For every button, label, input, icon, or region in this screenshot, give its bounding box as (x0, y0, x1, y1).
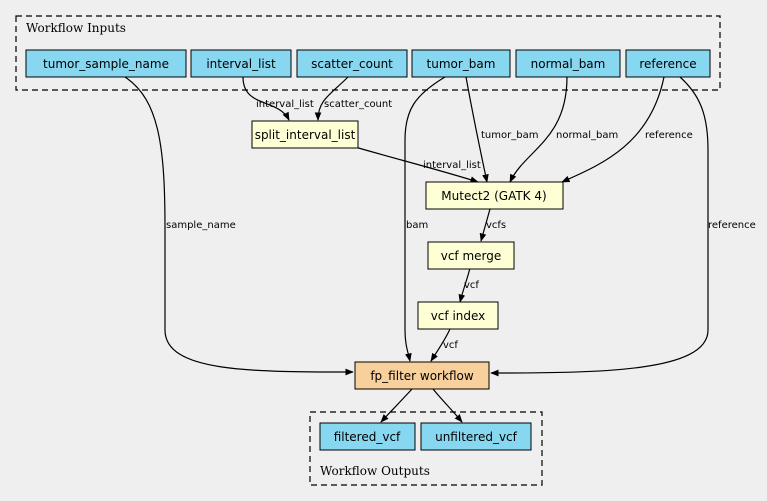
workflow-outputs-title: Workflow Outputs (320, 464, 430, 478)
tumor-bam-label: tumor_bam (427, 57, 496, 71)
vcf-merge-label: vcf merge (441, 249, 502, 263)
workflow-inputs-title: Workflow Inputs (26, 21, 126, 35)
input-node-tumor-sample-name[interactable]: tumor_sample_name (25, 49, 187, 78)
output-node-unfiltered-vcf[interactable]: unfiltered_vcf (420, 422, 532, 451)
input-node-reference[interactable]: reference (625, 49, 711, 78)
workflow-inputs-cluster: Workflow Inputs (15, 15, 721, 91)
unfiltered-vcf-label: unfiltered_vcf (435, 430, 518, 444)
task-node-vcf-merge[interactable]: vcf merge (427, 241, 515, 270)
mutect2-label: Mutect2 (GATK 4) (441, 189, 546, 203)
reference-label: reference (639, 57, 696, 71)
split-interval-list-label: split_interval_list (255, 128, 356, 142)
normal-bam-label: normal_bam (531, 57, 606, 71)
workflow-node-fp-filter[interactable]: fp_filter workflow (354, 361, 490, 390)
edge-normal-bam-to-mutect (509, 76, 568, 183)
task-node-vcf-index[interactable]: vcf index (417, 301, 499, 330)
edge-label-reference-fp: reference (708, 220, 756, 231)
edge-label-normal-bam: normal_bam (556, 130, 618, 141)
edge-label-interval-list: interval_list (256, 99, 314, 110)
edge-label-tumor-bam: tumor_bam (481, 130, 538, 141)
edge-mutect-to-merge (479, 208, 491, 242)
tumor-sample-name-label: tumor_sample_name (43, 57, 169, 71)
edge-sample-name-to-fp (124, 76, 354, 376)
vcf-index-label: vcf index (431, 309, 486, 323)
edge-scatter-count-to-split (314, 76, 349, 121)
edge-tumor-bam-to-mutect (465, 76, 489, 183)
filtered-vcf-label: filtered_vcf (334, 430, 401, 444)
edge-fp-to-filtered (380, 388, 413, 423)
output-node-filtered-vcf[interactable]: filtered_vcf (319, 422, 416, 451)
edge-reference-to-mutect (561, 76, 665, 183)
edge-bam-to-fp (404, 76, 446, 362)
edge-fp-to-unfiltered (432, 388, 463, 423)
edge-label-split-interval-list: interval_list (423, 160, 481, 171)
scatter-count-label: scatter_count (311, 57, 393, 71)
interval-list-label: interval_list (206, 57, 276, 71)
edge-label-sample-name: sample_name (166, 220, 236, 231)
edge-split-to-mutect (354, 146, 479, 183)
edge-label-index-vcf: vcf (443, 340, 458, 351)
workflow-outputs-cluster: Workflow Outputs (309, 411, 543, 486)
input-node-normal-bam[interactable]: normal_bam (515, 49, 621, 78)
fp-filter-label: fp_filter workflow (370, 369, 474, 383)
edges: interval_list scatter_count tumor_bam no… (124, 76, 756, 423)
edge-interval-list-to-split (242, 76, 290, 121)
task-node-mutect2[interactable]: Mutect2 (GATK 4) (425, 181, 564, 210)
edge-label-bam: bam (406, 220, 428, 231)
task-node-split-interval-list[interactable]: split_interval_list (251, 120, 359, 149)
edge-index-to-fp (430, 328, 451, 362)
edge-label-reference-mutect: reference (645, 130, 693, 141)
input-node-interval-list[interactable]: interval_list (190, 49, 292, 78)
edge-label-scatter-count: scatter_count (324, 99, 392, 110)
edge-reference-to-fp (490, 76, 709, 377)
edge-merge-to-index (458, 267, 471, 303)
input-node-tumor-bam[interactable]: tumor_bam (411, 49, 511, 78)
edge-label-merge-vcf: vcf (464, 280, 479, 291)
input-node-scatter-count[interactable]: scatter_count (296, 49, 408, 78)
edge-label-vcfs: vcfs (486, 220, 506, 231)
